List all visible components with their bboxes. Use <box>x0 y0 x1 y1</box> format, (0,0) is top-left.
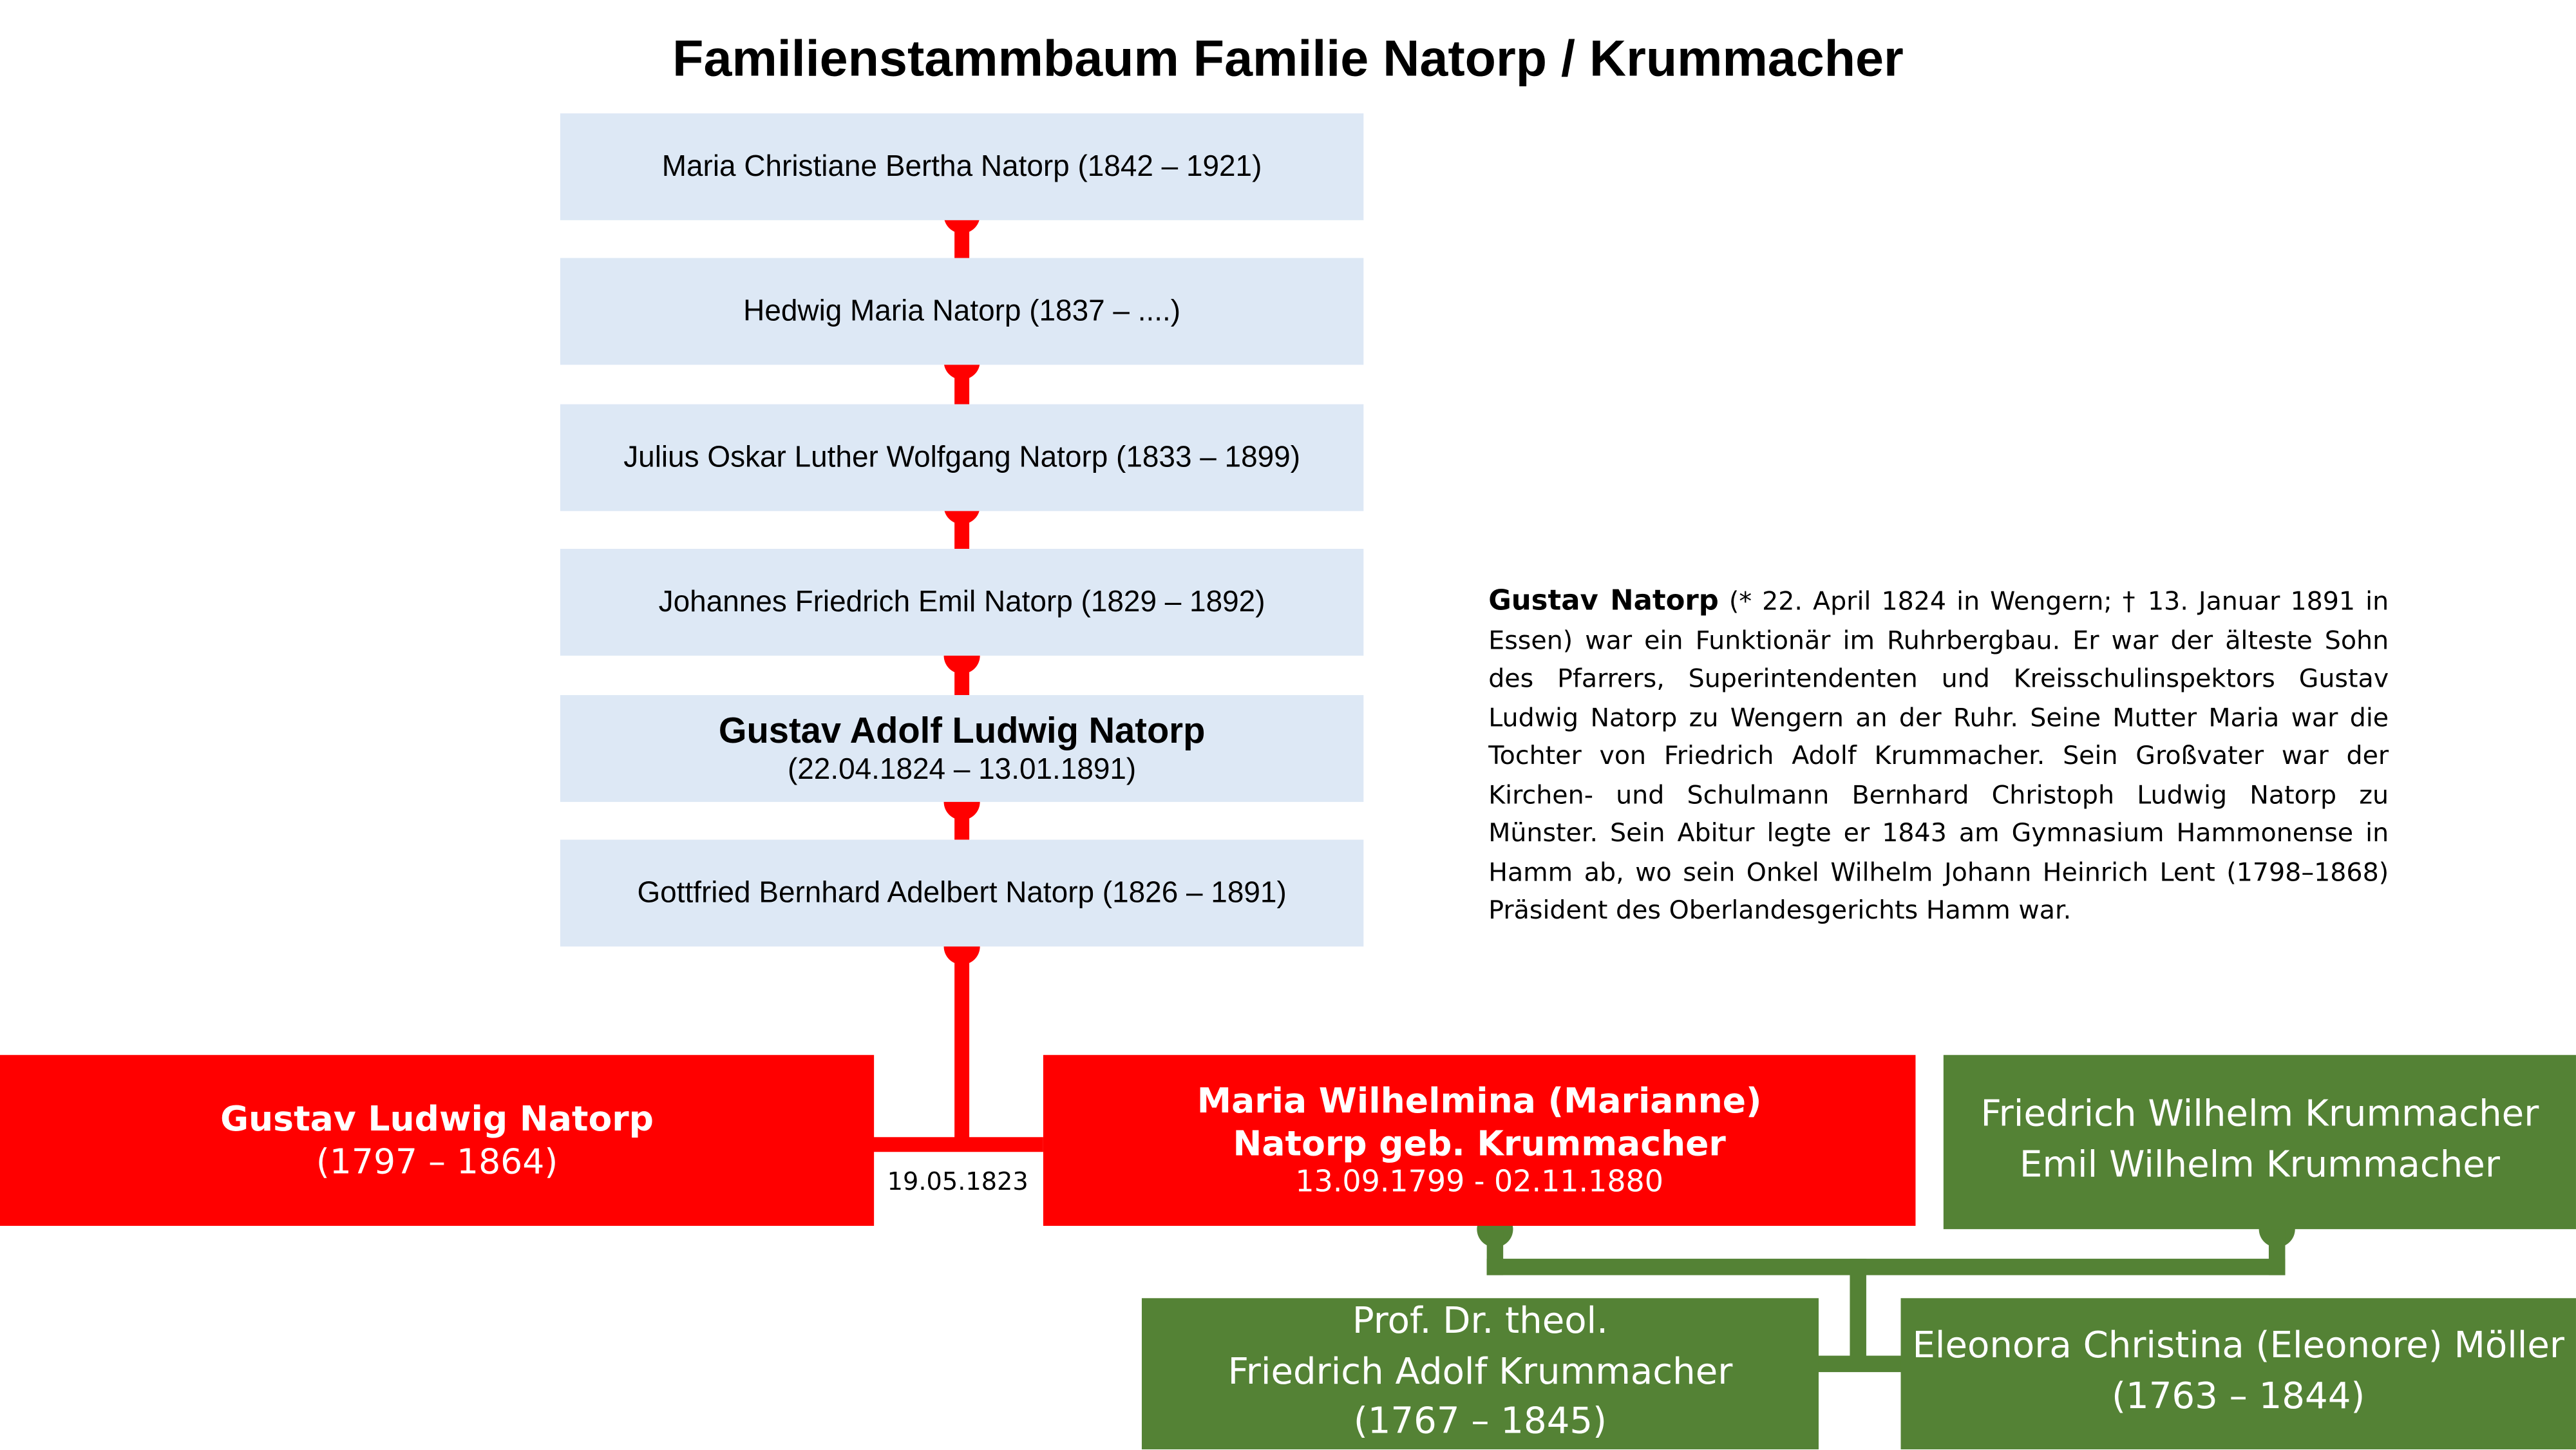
grandfather-box: Prof. Dr. theol. Friedrich Adolf Krummac… <box>1141 1298 1819 1449</box>
grandparents-marriage-line <box>1817 1355 1903 1373</box>
child-name: Gustav Adolf Ludwig Natorp <box>718 710 1206 751</box>
father-box: Gustav Ludwig Natorp (1797 – 1864) <box>0 1054 875 1226</box>
marriage-line <box>872 1137 1043 1152</box>
grandmother-name: Eleonora Christina (Eleonore) Möller <box>1912 1326 2565 1368</box>
grandfather-title: Prof. Dr. theol. <box>1352 1301 1608 1342</box>
parent-stem <box>1850 1259 1866 1371</box>
child-box: Johannes Friedrich Emil Natorp (1829 – 1… <box>560 549 1364 656</box>
page-title: Familienstammbaum Familie Natorp / Krumm… <box>672 29 1904 88</box>
highlighted-child-box: Gustav Adolf Ludwig Natorp (22.04.1824 –… <box>560 695 1364 802</box>
biography-text: Gustav Natorp (* 22. April 1824 in Wenge… <box>1488 584 2389 931</box>
father-dates: (1797 – 1864) <box>316 1141 558 1182</box>
child-name: Julius Oskar Luther Wolfgang Natorp (183… <box>623 440 1300 473</box>
sibling-name: Emil Wilhelm Krummacher <box>2019 1145 2500 1187</box>
grandfather-dates: (1767 – 1845) <box>1353 1402 1607 1444</box>
sibling-name: Friedrich Wilhelm Krummacher <box>1980 1094 2539 1136</box>
mother-name-line1: Maria Wilhelmina (Marianne) <box>1197 1080 1762 1120</box>
child-box: Hedwig Maria Natorp (1837 – ....) <box>560 258 1364 365</box>
grandmother-box: Eleonora Christina (Eleonore) Möller (17… <box>1900 1298 2576 1449</box>
child-box: Maria Christiane Bertha Natorp (1842 – 1… <box>560 113 1364 220</box>
marriage-date: 19.05.1823 <box>887 1167 1028 1197</box>
father-name: Gustav Ludwig Natorp <box>220 1098 654 1139</box>
child-name: Hedwig Maria Natorp (1837 – ....) <box>743 294 1181 327</box>
bio-name: Gustav Natorp <box>1488 585 1719 618</box>
child-name: Maria Christiane Bertha Natorp (1842 – 1… <box>661 149 1262 183</box>
child-box: Julius Oskar Luther Wolfgang Natorp (183… <box>560 404 1364 511</box>
mother-box: Maria Wilhelmina (Marianne) Natorp geb. … <box>1043 1054 1916 1226</box>
child-dates: (22.04.1824 – 13.01.1891) <box>787 752 1137 786</box>
child-name: Johannes Friedrich Emil Natorp (1829 – 1… <box>658 585 1265 618</box>
bio-body: (* 22. April 1824 in Wengern; † 13. Janu… <box>1488 586 2389 926</box>
grandfather-name: Friedrich Adolf Krummacher <box>1227 1351 1733 1393</box>
descent-line <box>954 946 970 1144</box>
grandmother-dates: (1763 – 1844) <box>2112 1377 2365 1418</box>
siblings-box: Friedrich Wilhelm Krummacher Emil Wilhel… <box>1943 1054 2576 1230</box>
mother-dates: 13.09.1799 - 02.11.1880 <box>1295 1165 1663 1200</box>
mother-name-line2: Natorp geb. Krummacher <box>1233 1123 1726 1163</box>
sibling-bar <box>1486 1259 2286 1275</box>
child-name: Gottfried Bernhard Adelbert Natorp (1826… <box>637 875 1287 909</box>
child-box: Gottfried Bernhard Adelbert Natorp (1826… <box>560 839 1364 947</box>
